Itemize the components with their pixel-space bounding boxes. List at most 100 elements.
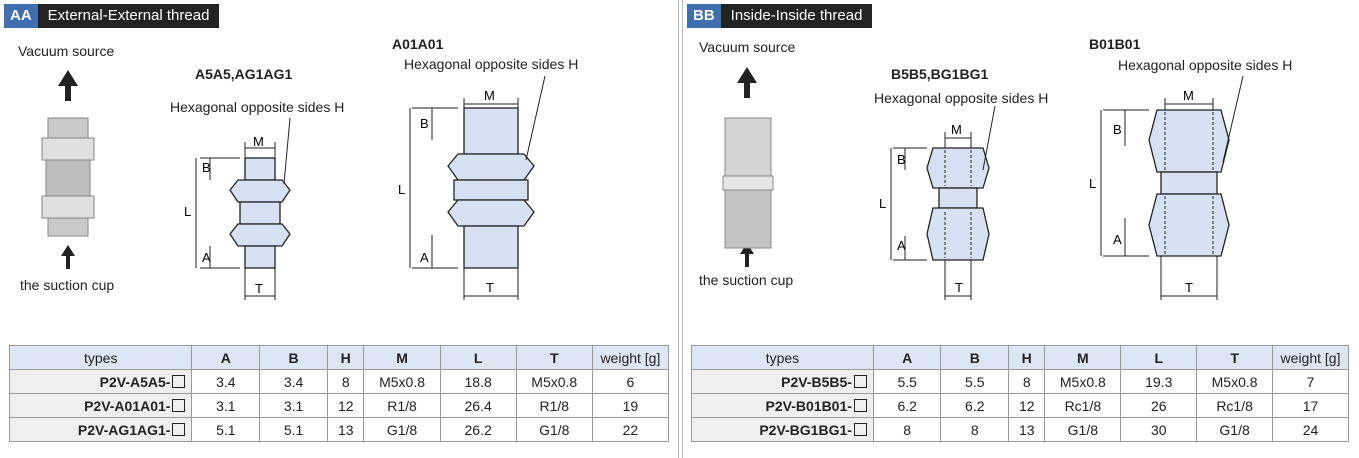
cell-m: G1/8	[1044, 417, 1122, 442]
cell-t: Rc1/8	[1196, 393, 1274, 418]
product-photo	[41, 117, 95, 237]
option-box-icon	[853, 422, 867, 436]
col-t: T	[515, 345, 593, 370]
dim-a: A	[897, 238, 906, 253]
cell-h: 12	[326, 393, 365, 418]
option-box-icon	[172, 374, 186, 388]
col-weight: weight [g]	[1272, 345, 1349, 370]
cell-l: 26	[1120, 393, 1198, 418]
cell-a: 3.1	[191, 393, 261, 418]
dim-b: B	[1113, 122, 1122, 137]
cell-t: M5x0.8	[515, 369, 593, 394]
model-label-1: A5A5,AG1AG1	[195, 66, 293, 82]
option-box-icon	[172, 422, 186, 436]
dim-l: L	[398, 182, 405, 197]
cell-m: Rc1/8	[1044, 393, 1122, 418]
cell-weight: 22	[591, 417, 670, 442]
cell-m: M5x0.8	[1044, 369, 1122, 394]
dim-a: A	[202, 250, 211, 265]
section-title: External-External thread	[37, 4, 220, 28]
option-box-icon	[853, 398, 867, 412]
cell-b: 3.4	[259, 369, 328, 394]
technical-drawing: M B L A T M B L A T	[41, 70, 546, 300]
option-box-icon	[172, 398, 186, 412]
col-types: types	[8, 345, 193, 370]
cell-h: 13	[1008, 417, 1046, 442]
cell-t: G1/8	[1196, 417, 1274, 442]
dim-t: T	[1185, 280, 1193, 295]
cell-l: 18.8	[439, 369, 517, 394]
dim-b: B	[897, 152, 906, 167]
type-cell: P2V-A01A01-	[8, 393, 193, 418]
table-row: P2V-BG1BG1- 8 8 13 G1/8 30 G1/8 24	[691, 417, 1349, 442]
cell-weight: 6	[591, 369, 670, 394]
panel-external-external: AA External-External thread Vacuum sourc…	[0, 0, 679, 458]
hex-label-2: Hexagonal opposite sides H	[404, 56, 579, 72]
cell-b: 3.1	[259, 393, 328, 418]
dim-l: L	[1089, 176, 1096, 191]
cell-t: M5x0.8	[1196, 369, 1274, 394]
col-t: T	[1196, 345, 1274, 370]
cell-weight: 19	[591, 393, 670, 418]
cell-l: 30	[1120, 417, 1198, 442]
type-cell: P2V-B01B01-	[691, 393, 874, 418]
cell-h: 12	[1008, 393, 1046, 418]
option-box-icon	[853, 374, 867, 388]
cell-m: M5x0.8	[363, 369, 441, 394]
dim-a: A	[1113, 232, 1122, 247]
type-cell: P2V-AG1AG1-	[8, 417, 193, 442]
cell-weight: 7	[1272, 369, 1349, 394]
hex-label-1: Hexagonal opposite sides H	[170, 99, 345, 115]
type-cell: P2V-B5B5-	[691, 369, 874, 394]
hex-label-1: Hexagonal opposite sides H	[874, 90, 1049, 106]
cell-t: R1/8	[515, 393, 593, 418]
table-row: P2V-B01B01- 6.2 6.2 12 Rc1/8 26 Rc1/8 17	[691, 393, 1349, 418]
cell-t: G1/8	[515, 417, 593, 442]
cell-b: 5.5	[940, 369, 1010, 394]
arrow-up-icon	[61, 245, 75, 269]
col-m: M	[1044, 345, 1122, 370]
col-weight: weight [g]	[591, 345, 670, 370]
hex-label-2: Hexagonal opposite sides H	[1118, 57, 1293, 73]
table-row: P2V-A5A5- 3.4 3.4 8 M5x0.8 18.8 M5x0.8 6	[8, 369, 670, 394]
dim-m: M	[951, 122, 962, 137]
spec-table: types A B H M L T weight [g] P2V-B5B5- 5…	[691, 345, 1349, 442]
model-label-2: A01A01	[392, 36, 444, 52]
cell-h: 8	[1008, 369, 1046, 394]
product-photo	[722, 117, 774, 249]
dim-m: M	[253, 134, 264, 149]
section-header: AA External-External thread	[4, 4, 220, 28]
suction-cup-label: the suction cup	[20, 277, 115, 293]
col-a: A	[872, 345, 942, 370]
col-b: B	[940, 345, 1010, 370]
table-row: P2V-B5B5- 5.5 5.5 8 M5x0.8 19.3 M5x0.8 7	[691, 369, 1349, 394]
section-header: BB Inside-Inside thread	[687, 4, 873, 28]
table-row: P2V-A01A01- 3.1 3.1 12 R1/8 26.4 R1/8 19	[8, 393, 670, 418]
cell-weight: 17	[1272, 393, 1349, 418]
col-h: H	[1008, 345, 1046, 370]
cell-l: 26.2	[439, 417, 517, 442]
cell-a: 6.2	[872, 393, 942, 418]
cell-m: G1/8	[363, 417, 441, 442]
dim-l: L	[879, 196, 886, 211]
cell-m: R1/8	[363, 393, 441, 418]
table-header-row: types A B H M L T weight [g]	[691, 345, 1349, 370]
col-m: M	[363, 345, 441, 370]
fitting-drawing-large	[447, 107, 535, 269]
type-cell: P2V-A5A5-	[8, 369, 193, 394]
cell-a: 5.1	[191, 417, 261, 442]
cell-b: 8	[940, 417, 1010, 442]
fitting-drawing-large	[1148, 109, 1230, 257]
dim-t: T	[255, 281, 263, 296]
dim-m: M	[484, 88, 495, 103]
col-l: L	[1120, 345, 1198, 370]
suction-cup-label: the suction cup	[699, 272, 794, 288]
vacuum-source-label: Vacuum source	[18, 43, 115, 59]
section-code: BB	[687, 4, 721, 28]
section-code: AA	[4, 4, 38, 28]
cell-h: 13	[326, 417, 365, 442]
col-types: types	[691, 345, 874, 370]
dim-l: L	[184, 204, 191, 219]
col-h: H	[326, 345, 365, 370]
col-b: B	[259, 345, 328, 370]
